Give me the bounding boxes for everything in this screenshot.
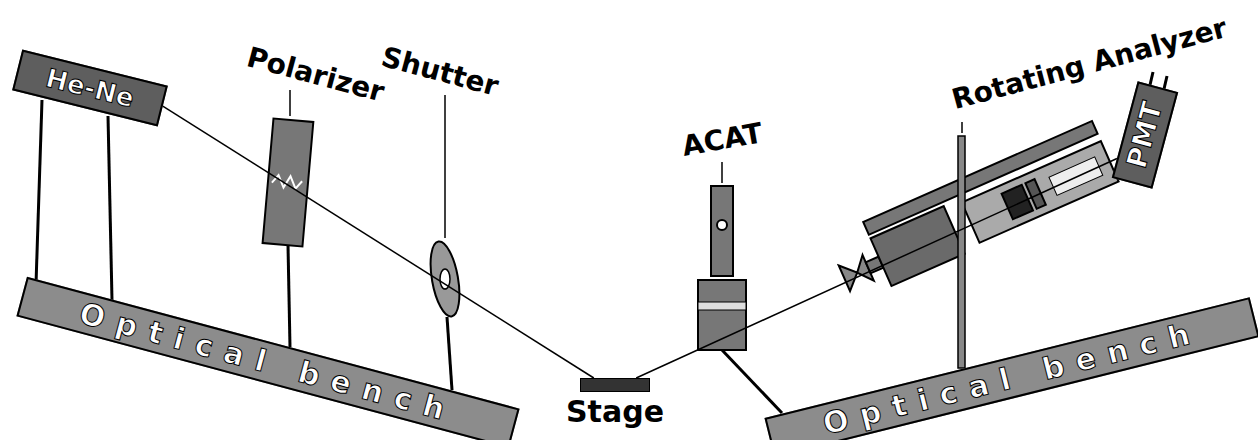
- part-label: ACAT: [680, 118, 765, 162]
- shutter-stem: [447, 317, 452, 390]
- stage-plate: [580, 378, 650, 392]
- node-text: PMT: [1121, 98, 1168, 171]
- beam-line: [636, 159, 1117, 378]
- leader-line: [444, 95, 446, 238]
- polarizer-symbol: [263, 118, 314, 246]
- optical-bench: Optical bench: [764, 297, 1258, 440]
- shutter-symbol: [426, 239, 465, 318]
- laser-leg: [36, 100, 42, 284]
- pmt-box: PMT: [1112, 81, 1178, 188]
- light-beam: [636, 159, 1117, 378]
- detector-housing: [827, 121, 1121, 302]
- part-label: Shutter: [378, 42, 502, 103]
- analyzer-disk: [958, 136, 965, 368]
- node-text: He-Ne: [43, 63, 137, 112]
- acat-compensator: [698, 186, 746, 350]
- polarizer-stem: [288, 245, 290, 347]
- acat-stem: [722, 350, 782, 413]
- leader-line: [289, 90, 291, 116]
- laser-box: He-Ne: [12, 49, 168, 126]
- laser-leg: [108, 116, 112, 300]
- node-text: Optical bench: [819, 314, 1204, 440]
- leader-line: [961, 122, 963, 133]
- part-label: Rotating Analyzer: [949, 12, 1231, 115]
- node-text: Stage: [566, 395, 664, 428]
- leader-line: [721, 162, 723, 183]
- node-text: Optical bench: [76, 296, 460, 428]
- part-label: Polarizer: [243, 42, 387, 108]
- sample-stage: Stage: [562, 378, 668, 430]
